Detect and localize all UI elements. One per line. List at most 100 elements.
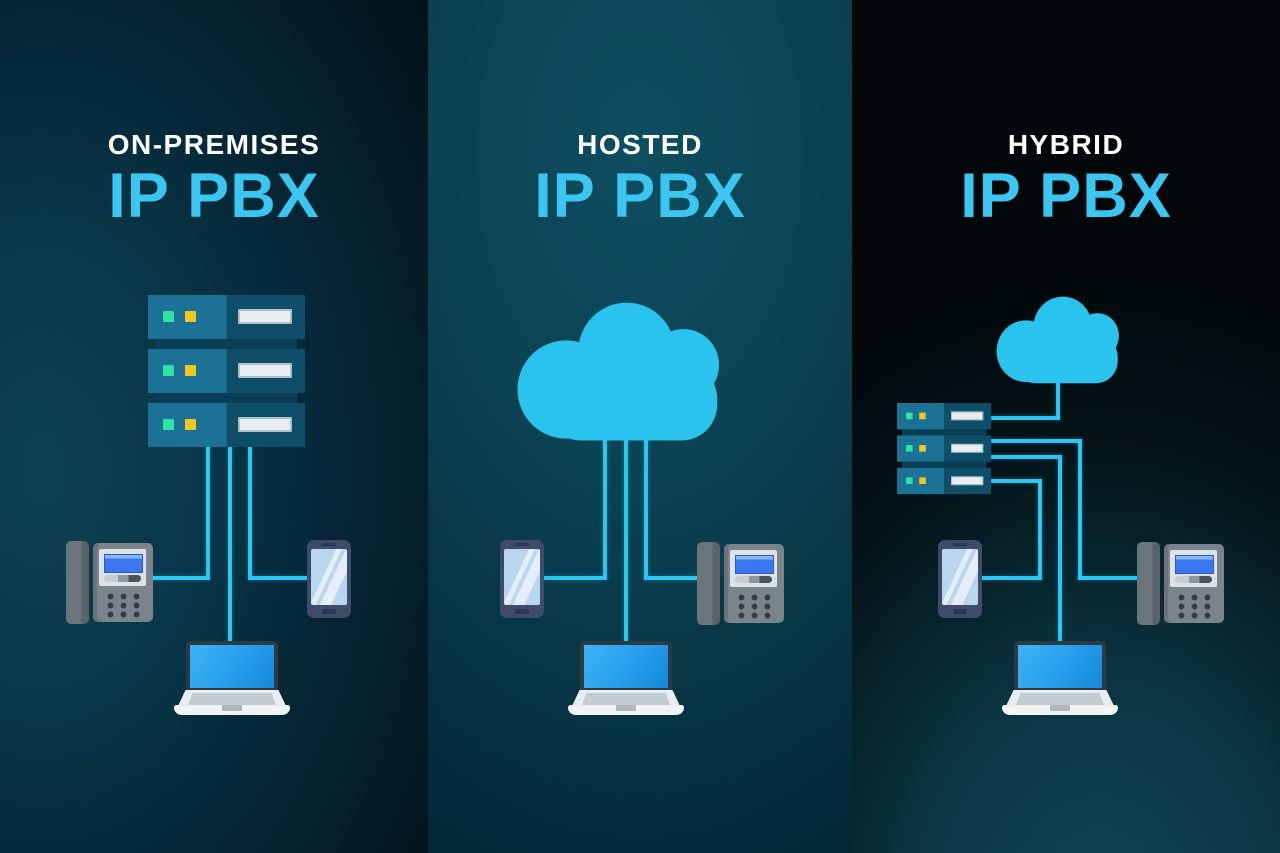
laptop-screen-frame: [186, 641, 278, 691]
laptop-screen: [1018, 645, 1102, 688]
server-joint: [156, 339, 297, 349]
laptop-screen-frame: [1014, 641, 1106, 691]
cloud-icon: [992, 293, 1128, 388]
laptop-icon: [1002, 641, 1118, 715]
phone-display-panel: [99, 549, 146, 586]
drive-slot: [951, 476, 984, 486]
server-unit: [148, 349, 305, 393]
connection-line: [1078, 439, 1082, 580]
led-yellow: [919, 445, 926, 452]
phone-display-panel: [1170, 550, 1217, 587]
laptop-trackpad: [222, 705, 242, 711]
phone-screen: [104, 554, 143, 573]
server-rack-icon: [148, 295, 305, 447]
panel-subtitle: HOSTED: [577, 129, 703, 160]
desk-phone-icon: [697, 542, 784, 625]
laptop-keyboard: [188, 693, 276, 705]
connection-line: [1078, 576, 1138, 580]
drive-slot: [238, 309, 292, 324]
mobile-home-button: [515, 609, 529, 614]
drive-slot: [951, 411, 984, 421]
mobile-screen: [942, 549, 978, 605]
phone-softkeys: [735, 576, 772, 583]
mobile-home-button: [322, 609, 336, 614]
server-joint: [156, 393, 297, 403]
led-green: [906, 412, 913, 420]
panel-title: IP PBX: [534, 160, 746, 231]
server-unit: [148, 295, 305, 339]
connection-line: [603, 425, 607, 580]
mobile-screen: [504, 549, 540, 605]
mobile-speaker: [322, 543, 336, 546]
mobile-phone-icon: [307, 540, 351, 618]
panel-subtitle: HYBRID: [1007, 129, 1125, 160]
connection-line: [206, 447, 210, 580]
led-green: [163, 311, 174, 322]
connection-line: [644, 425, 648, 580]
connection-line: [624, 425, 628, 646]
connection-line: [982, 576, 1042, 580]
connection-line: [990, 416, 1060, 420]
desk-phone-icon: [66, 541, 153, 624]
connection-line: [990, 479, 1042, 483]
phone-handset: [1137, 542, 1160, 625]
laptop-screen: [190, 645, 274, 688]
laptop-trackpad: [1050, 705, 1070, 711]
led-green: [906, 477, 913, 484]
phone-screen: [735, 555, 774, 574]
phone-softkeys: [1175, 576, 1212, 583]
phone-screen: [1175, 555, 1214, 574]
connection-line: [1038, 479, 1042, 580]
panel-title: IP PBX: [960, 160, 1172, 231]
led-yellow: [185, 365, 196, 376]
laptop-screen: [584, 645, 668, 688]
server-joint: [901, 461, 987, 468]
panel-header: HOSTED IP PBX: [428, 129, 852, 231]
laptop-icon: [174, 641, 290, 715]
connection-line: [543, 576, 607, 580]
phone-keypad: [1175, 593, 1214, 620]
phone-body: [93, 543, 153, 622]
connection-line: [1058, 455, 1062, 646]
mobile-home-button: [953, 609, 967, 614]
connection-line: [1056, 368, 1060, 420]
connection-line: [150, 576, 210, 580]
laptop-keyboard: [1016, 693, 1104, 705]
desk-phone-icon: [1137, 542, 1224, 625]
led-yellow: [919, 412, 926, 420]
phone-body: [724, 544, 784, 623]
mobile-screen: [311, 549, 347, 605]
mobile-phone-icon: [500, 540, 544, 618]
panel-subtitle: ON-PREMISES: [107, 129, 321, 160]
panel-header: HYBRID IP PBX: [852, 129, 1280, 231]
connection-line: [644, 576, 700, 580]
panel-title: IP PBX: [108, 160, 320, 231]
laptop-keyboard: [582, 693, 670, 705]
led-green: [163, 365, 174, 376]
cloud-icon: [510, 297, 734, 448]
phone-body: [1164, 544, 1224, 623]
drive-slot: [238, 417, 292, 432]
panel-header: ON-PREMISES IP PBX: [0, 129, 428, 231]
led-green: [906, 445, 913, 452]
led-yellow: [185, 311, 196, 322]
laptop-icon: [568, 641, 684, 715]
connection-line: [248, 576, 308, 580]
connection-line: [248, 447, 252, 580]
phone-softkeys: [104, 575, 141, 582]
led-yellow: [185, 419, 196, 430]
led-yellow: [919, 477, 926, 484]
phone-keypad: [735, 593, 774, 620]
server-joint: [901, 429, 987, 436]
server-unit: [897, 467, 992, 495]
server-unit: [148, 403, 305, 447]
phone-handset: [697, 542, 720, 625]
phone-keypad: [104, 592, 143, 619]
laptop-screen-frame: [580, 641, 672, 691]
mobile-speaker: [515, 543, 529, 546]
led-green: [163, 419, 174, 430]
connection-line: [228, 447, 232, 646]
server-rack-icon: [897, 403, 992, 495]
laptop-trackpad: [616, 705, 636, 711]
